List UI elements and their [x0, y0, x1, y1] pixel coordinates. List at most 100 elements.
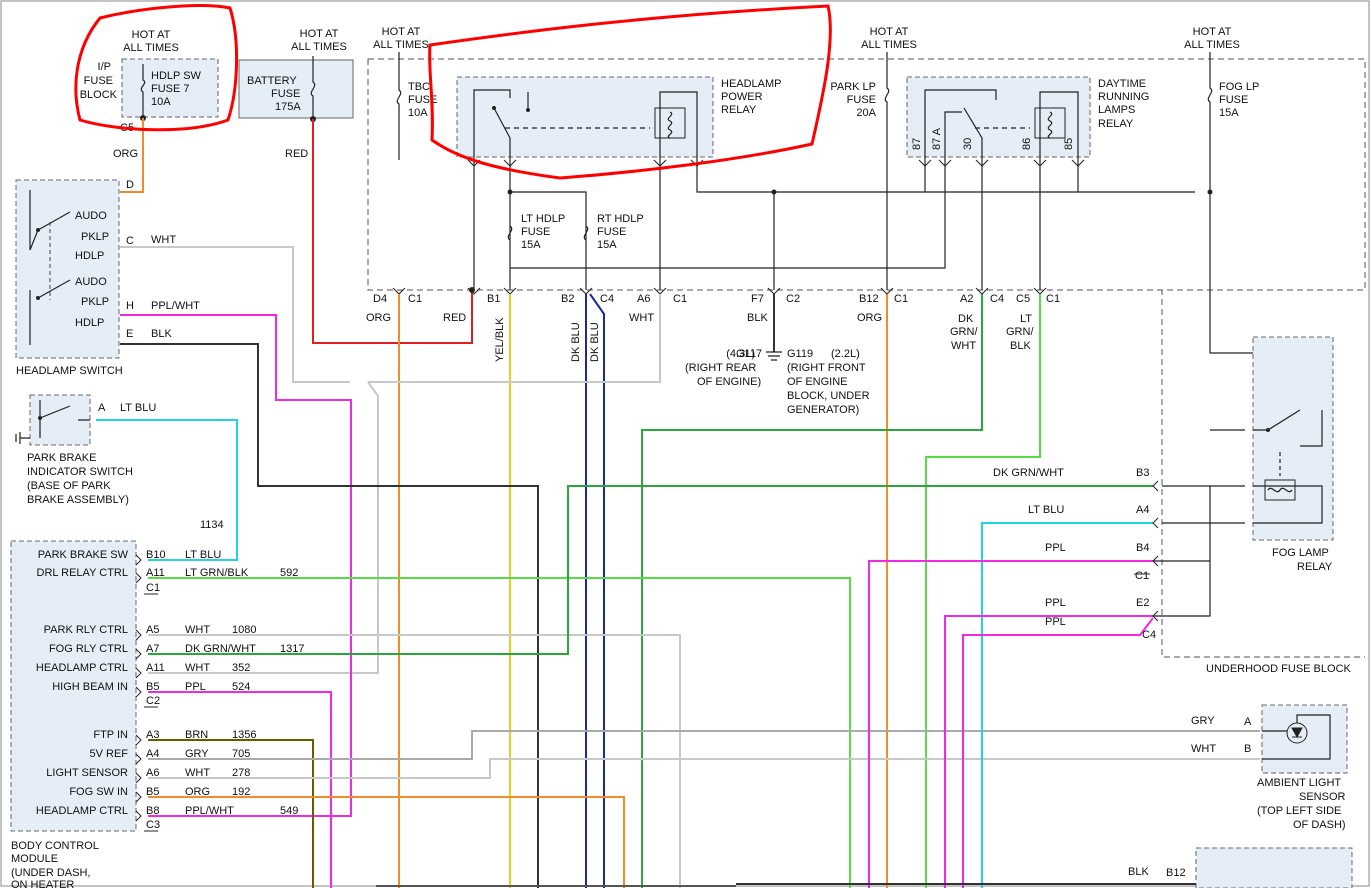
wire-ppl-e2b	[962, 617, 1154, 888]
component-title: UNDERHOOD FUSE BLOCK	[1206, 663, 1352, 675]
wire-ltblu-a4	[981, 522, 1153, 888]
wire-ppl-h	[120, 314, 352, 817]
pin-chevron	[135, 810, 142, 822]
pin-label: 87 A	[931, 127, 943, 150]
pin-chevron	[1152, 480, 1159, 492]
component-title: PARK BRAKE	[27, 452, 97, 464]
wire-color-label: PPL	[185, 681, 206, 693]
wire-color-label: WHT	[629, 312, 654, 324]
ip-fuse-label: FUSE	[84, 75, 113, 87]
park-fuse-label: PARK LP	[830, 81, 876, 93]
pin-chevron	[135, 648, 142, 660]
park-brake-switch: A LT BLU PARK BRAKE INDICATOR SWITCH (BA…	[15, 394, 224, 531]
pin-label: A	[1244, 716, 1252, 728]
wire-wht-c	[120, 246, 350, 383]
circuit-number: 1134	[200, 519, 224, 531]
park-lp-fuse: PARK LP FUSE 20A	[830, 52, 890, 290]
hot-label-line1: HOT AT	[1193, 26, 1232, 38]
battery-fuse-rating: 175A	[275, 101, 301, 113]
hot-label-battery: HOT AT ALL TIMES	[291, 28, 347, 53]
component-title: OF DASH)	[1293, 819, 1346, 831]
pin-chevron	[135, 734, 142, 746]
bcm-pin-name: HIGH BEAM IN	[52, 681, 128, 693]
pin-label: A6	[637, 293, 650, 305]
connector-label: C1	[146, 582, 160, 594]
battery-fuse-label: BATTERY	[247, 75, 297, 87]
circuit-number: 549	[280, 805, 298, 817]
relay-label: RUNNING	[1098, 91, 1149, 103]
pin-label: A6	[146, 767, 159, 779]
pin-label: B3	[1136, 467, 1149, 479]
wire-color-label: LT BLU	[120, 402, 156, 414]
wire-color-label: RED	[285, 148, 308, 160]
bcm-pin-name: PARK RLY CTRL	[44, 624, 128, 636]
fuse-rating: 15A	[521, 239, 541, 251]
connector-label: C1	[1135, 570, 1149, 582]
bcm-pin-name: FTP IN	[93, 729, 128, 741]
component-title: BRAKE ASSEMBLY)	[27, 494, 129, 506]
drl-relay: DAYTIME RUNNING LAMPS RELAY 87 87 A 30 8…	[906, 76, 1149, 160]
relay-wire	[473, 89, 511, 160]
connector-label: C4	[1142, 629, 1156, 641]
photodiode-icon	[1291, 727, 1303, 739]
connector-box	[1195, 847, 1353, 888]
component-title: (TOP LEFT SIDE	[1257, 805, 1341, 817]
ground-icon	[15, 432, 30, 444]
ground-label: (RIGHT REAR	[685, 362, 756, 374]
fog-fuse-rating: 15A	[1219, 107, 1239, 119]
battery-fuse-label: FUSE	[271, 88, 300, 100]
hot-label-line2: ALL TIMES	[291, 41, 347, 53]
hot-label-line2: ALL TIMES	[1184, 39, 1240, 51]
bcm-pin-name: FOG SW IN	[69, 786, 128, 798]
pin-chevron	[135, 629, 142, 641]
ip-fuse-box	[121, 58, 219, 118]
wire-color-label: GRY	[1191, 715, 1215, 727]
fog-fuse-label: FOG LP	[1219, 81, 1259, 93]
wire-wht-a6	[368, 294, 661, 383]
pin-label: A4	[146, 748, 159, 760]
pin-label: C5	[1016, 293, 1030, 305]
fuse-symbol	[884, 52, 890, 290]
bcm-pin-name: HEADLAMP CTRL	[36, 805, 128, 817]
pin-label: F7	[751, 293, 764, 305]
ip-fuse-label: BLOCK	[80, 89, 118, 101]
pin-label: B12	[859, 293, 879, 305]
ip-fuse-block: I/P FUSE BLOCK HDLP SW FUSE 7 10A C5 ORG	[80, 58, 219, 160]
hdlp-sw-fuse-label: FUSE 7	[151, 83, 190, 95]
relay-coil-wire	[659, 91, 698, 160]
circuit-number: 1317	[280, 643, 304, 655]
pin-label: D4	[373, 293, 387, 305]
circuit-number: 1356	[232, 729, 256, 741]
circuit-number: 592	[280, 567, 298, 579]
ground-g117-g119: (4.3L) G117 G117 (RIGHT REAR OF ENGINE) …	[685, 348, 870, 416]
hdlp-sw-fuse-rating: 10A	[151, 96, 171, 108]
hot-label-fog: HOT AT ALL TIMES	[1184, 26, 1240, 51]
connector-chevrons	[392, 159, 1085, 295]
pin-label: 30	[962, 138, 974, 150]
switch-position-label: PKLP	[81, 231, 109, 243]
relay-label: RELAY	[721, 104, 757, 116]
ground-label: GENERATOR)	[787, 404, 859, 416]
wire-org-fog-sw	[148, 796, 625, 888]
wire-color-label: DK BLU	[570, 322, 582, 362]
bottom-connector: BLK B12	[376, 847, 1353, 888]
pin-label: A5	[146, 624, 159, 636]
ground-label: OF ENGINE	[787, 376, 848, 388]
pin-label: A	[98, 402, 106, 414]
wire-color-label: BLK	[1010, 340, 1031, 352]
pin-label: B12	[1166, 867, 1186, 879]
tbc-fuse-rating: 10A	[408, 107, 428, 119]
component-title: (BASE OF PARK	[27, 480, 111, 492]
pin-label: B8	[146, 805, 159, 817]
circuit-number: 192	[232, 786, 250, 798]
pin-chevron	[135, 686, 142, 698]
red-annotation-marks	[74, 4, 832, 180]
tbc-fuse-label: TBC	[408, 81, 430, 93]
pin-chevron	[135, 572, 142, 584]
pin-label: H	[126, 300, 134, 312]
pin-label: A2	[960, 293, 973, 305]
component-title: ON HEATER	[11, 879, 74, 888]
fuse-label: FUSE	[597, 226, 626, 238]
switch-position-label: AUDO	[75, 276, 107, 288]
